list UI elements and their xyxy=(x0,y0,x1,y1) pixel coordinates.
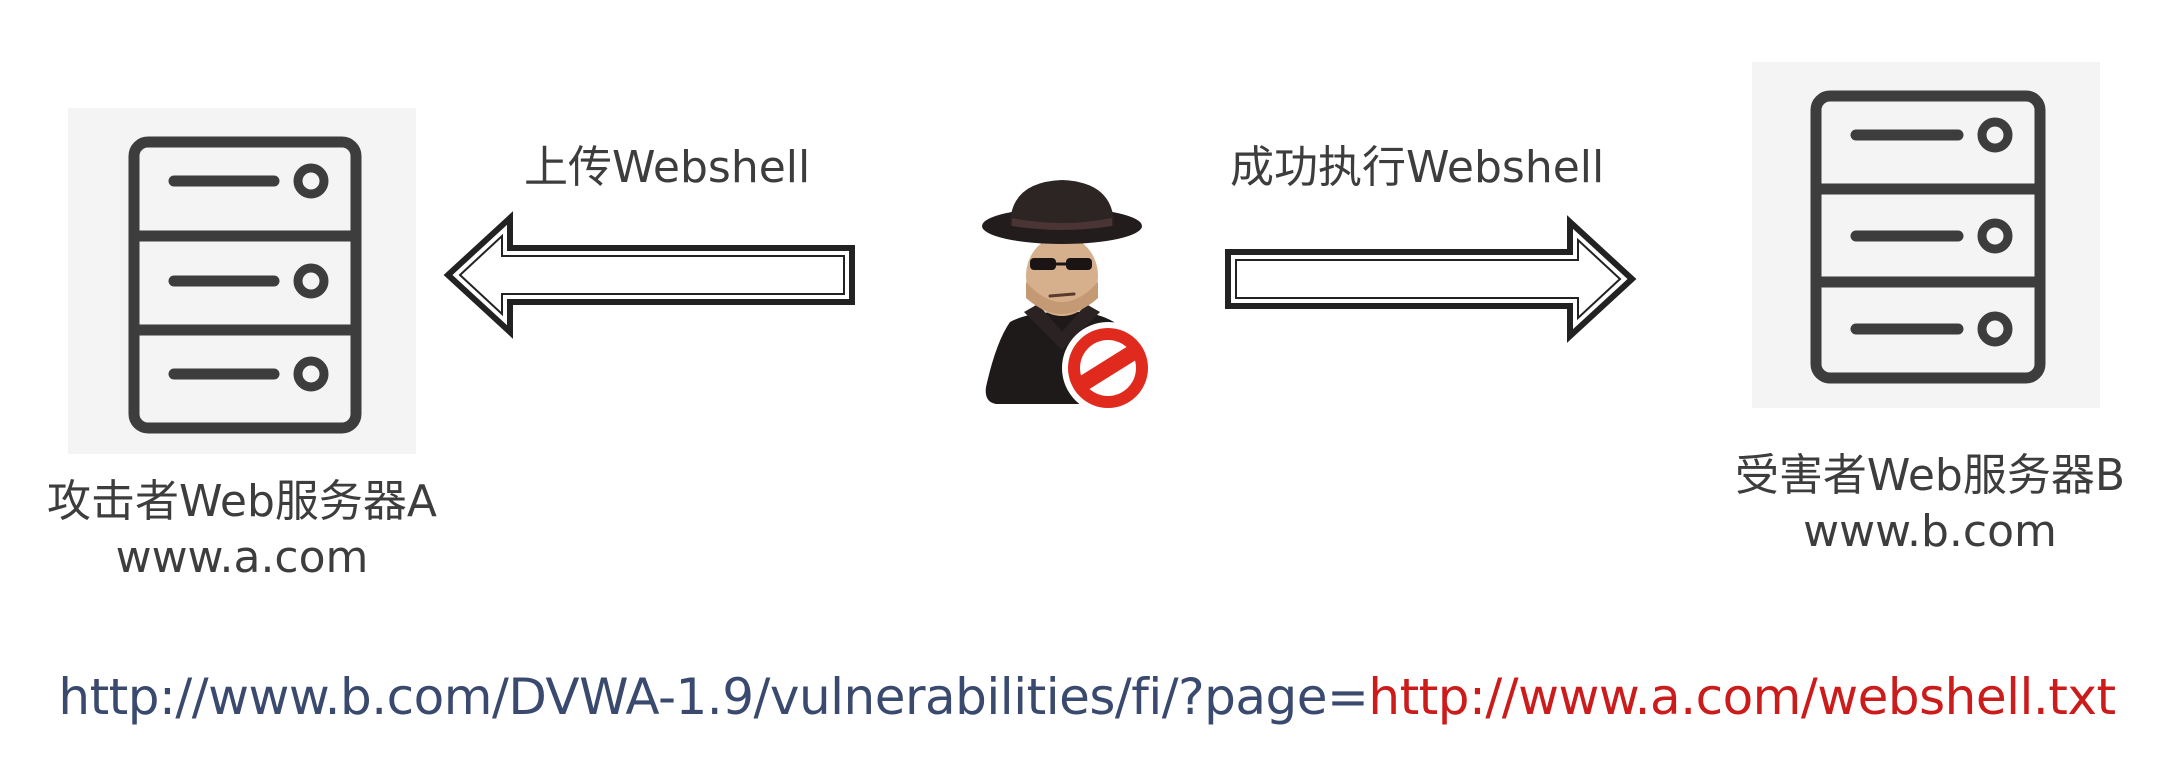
no-entry-icon xyxy=(1062,322,1154,414)
url-param: http://www.a.com/webshell.txt xyxy=(1368,668,2116,726)
server-a-domain: www.a.com xyxy=(115,532,369,583)
left-arrow xyxy=(443,211,855,339)
server-b-icon xyxy=(1752,62,2100,408)
server-a-caption: 攻击者Web服务器A www.a.com xyxy=(12,474,472,586)
right-arrow xyxy=(1225,215,1637,343)
exploit-url: http://www.b.com/DVWA-1.9/vulnerabilitie… xyxy=(0,672,2174,722)
execute-webshell-label: 成功执行Webshell xyxy=(1230,142,1605,193)
server-b-domain: www.b.com xyxy=(1803,506,2057,557)
spy-icon xyxy=(982,180,1154,414)
server-a-name: 攻击者Web服务器A xyxy=(46,476,438,527)
server-b-name: 受害者Web服务器B xyxy=(1734,450,2126,501)
upload-webshell-label: 上传Webshell xyxy=(524,142,811,193)
server-a-icon xyxy=(68,108,416,454)
server-b-caption: 受害者Web服务器B www.b.com xyxy=(1700,448,2160,560)
url-base: http://www.b.com/DVWA-1.9/vulnerabilitie… xyxy=(58,668,1369,726)
